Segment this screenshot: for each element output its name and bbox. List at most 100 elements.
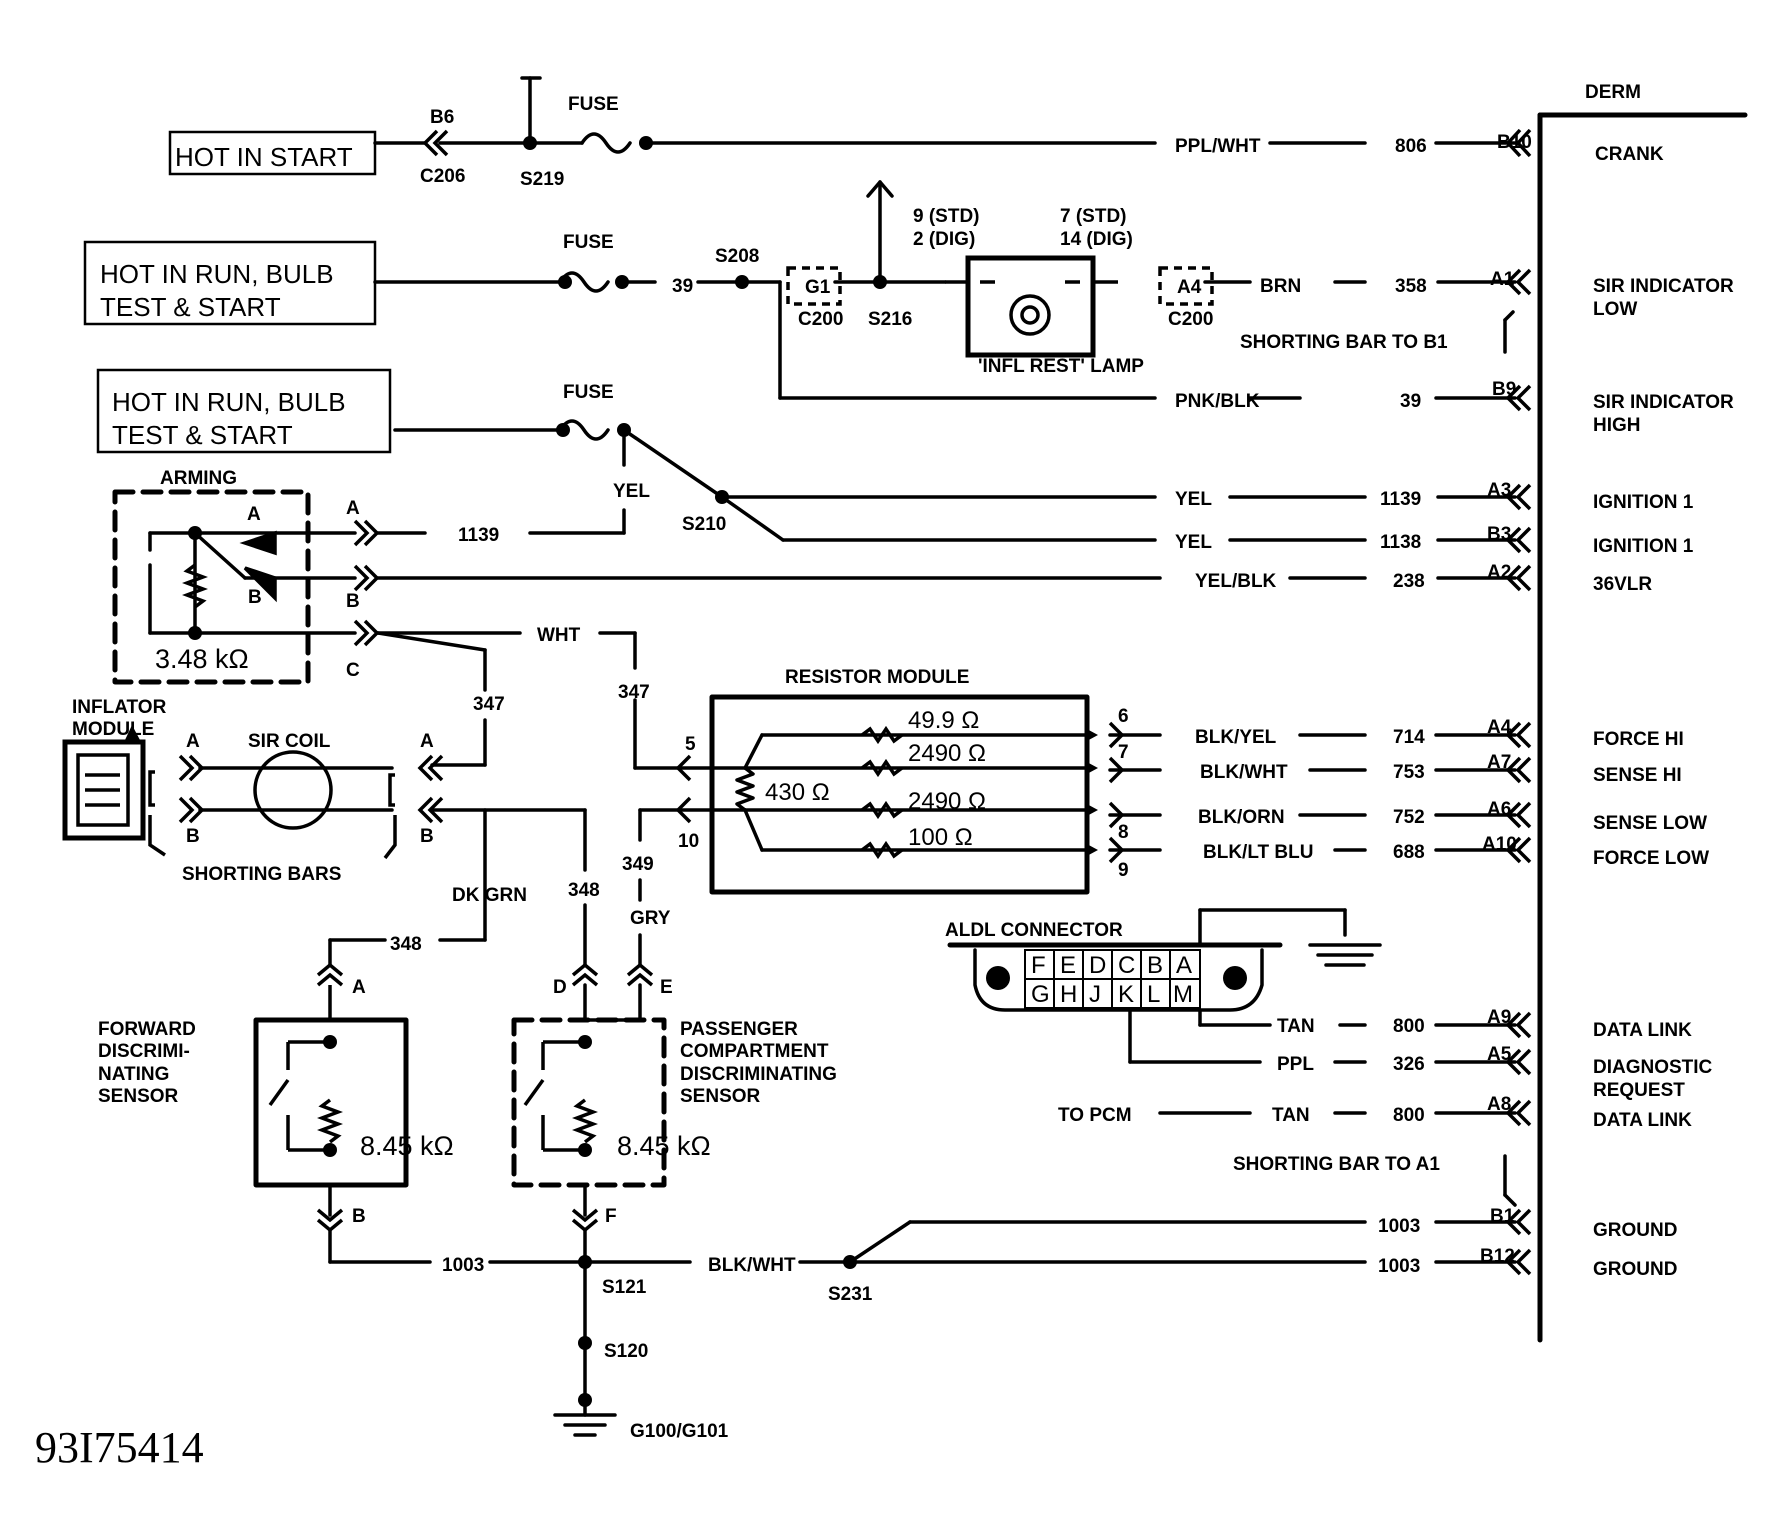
passenger-sensor-pin-f: F bbox=[605, 1206, 617, 1227]
inflator-pin-b-right: B bbox=[420, 826, 434, 847]
wire-color-pnk-blk: PNK/BLK bbox=[1175, 391, 1260, 412]
source-test-start-1: TEST & START bbox=[100, 292, 281, 322]
arming-title: ARMING bbox=[160, 468, 237, 489]
derm-label-sir-ind-low-1: SIR INDICATOR bbox=[1593, 276, 1734, 297]
to-pcm-label: TO PCM bbox=[1058, 1105, 1132, 1126]
circuit-347-a: 347 bbox=[473, 694, 505, 715]
resistor-2490-a: 2490 Ω bbox=[908, 740, 986, 767]
aldl-pin-grid bbox=[1024, 949, 1201, 1009]
arming-pin-a: A bbox=[346, 498, 360, 519]
passenger-sensor-pin-e: E bbox=[660, 977, 673, 998]
forward-sensor-line-1: FORWARD bbox=[98, 1019, 196, 1040]
source-run-bulb-1: HOT IN RUN, BULB bbox=[100, 259, 334, 289]
derm-pin-b3: B3 bbox=[1487, 524, 1511, 545]
derm-title: DERM bbox=[1585, 82, 1641, 103]
wire-color-blk-wht-bottom: BLK/WHT bbox=[708, 1255, 796, 1276]
shorting-bar-a1: SHORTING BAR TO A1 bbox=[1233, 1154, 1440, 1175]
circuit-349: 349 bbox=[622, 854, 654, 875]
derm-label-ground-1: GROUND bbox=[1593, 1220, 1677, 1241]
wire-color-blk-wht: BLK/WHT bbox=[1200, 762, 1288, 783]
wire-color-yel-blk: YEL/BLK bbox=[1195, 571, 1277, 592]
arrow-heads bbox=[125, 725, 1098, 857]
aldl-pin-e: E bbox=[1060, 952, 1076, 979]
circuit-347-b: 347 bbox=[618, 682, 650, 703]
derm-pin-a7: A7 bbox=[1487, 752, 1511, 773]
resistor-pin-8: 8 bbox=[1118, 822, 1129, 843]
derm-label-sense-hi: SENSE HI bbox=[1593, 765, 1682, 786]
derm-pin-b10: B10 bbox=[1497, 132, 1532, 153]
aldl-pin-f: F bbox=[1031, 952, 1046, 979]
inflator-title-2: MODULE bbox=[72, 719, 154, 740]
passenger-sensor-line-2: COMPARTMENT bbox=[680, 1041, 829, 1062]
arming-pin-b: B bbox=[346, 591, 360, 612]
circuit-752: 752 bbox=[1393, 807, 1425, 828]
derm-pin-a1: A1 bbox=[1490, 269, 1515, 290]
derm-label-crank: CRANK bbox=[1595, 144, 1664, 165]
resistor-module-title: RESISTOR MODULE bbox=[785, 667, 969, 688]
resistor-430: 430 Ω bbox=[765, 779, 830, 806]
passenger-sensor-line-1: PASSENGER bbox=[680, 1019, 798, 1040]
wire-color-tan-1: TAN bbox=[1277, 1016, 1315, 1037]
circuit-688: 688 bbox=[1393, 842, 1425, 863]
fuse-label-2: FUSE bbox=[563, 232, 614, 253]
derm-label-sense-low: SENSE LOW bbox=[1593, 813, 1707, 834]
derm-pin-a3: A3 bbox=[1487, 480, 1511, 501]
derm-label-diag-request-2: REQUEST bbox=[1593, 1080, 1685, 1101]
connector-c200-a: C200 bbox=[798, 309, 843, 330]
source-boxes bbox=[83, 130, 392, 454]
circuit-1139-arming: 1139 bbox=[458, 525, 499, 546]
derm-label-sir-ind-high-2: HIGH bbox=[1593, 415, 1641, 436]
derm-pin-a4: A4 bbox=[1487, 717, 1512, 738]
aldl-mount-holes bbox=[986, 966, 1247, 990]
circuit-358: 358 bbox=[1395, 276, 1427, 297]
circuit-39-fuse: 39 bbox=[672, 276, 693, 297]
resistor-pin-7: 7 bbox=[1118, 742, 1129, 763]
forward-sensor-pin-b: B bbox=[352, 1206, 366, 1227]
circuit-1003-b1: 1003 bbox=[1378, 1216, 1420, 1237]
splice-s120: S120 bbox=[604, 1341, 648, 1362]
aldl-pin-g: G bbox=[1031, 981, 1050, 1008]
derm-label-force-low: FORCE LOW bbox=[1593, 848, 1709, 869]
circuit-806: 806 bbox=[1395, 136, 1427, 157]
derm-label-ground-2: GROUND bbox=[1593, 1259, 1677, 1280]
arming-pin-a-inner: A bbox=[247, 504, 261, 525]
fuse-label-1: FUSE bbox=[568, 94, 619, 115]
arming-resistance: 3.48 kΩ bbox=[155, 644, 249, 674]
derm-pin-b12: B12 bbox=[1480, 1246, 1515, 1267]
connector-b6: B6 bbox=[430, 107, 454, 128]
source-test-start-2: TEST & START bbox=[112, 420, 293, 450]
passenger-sensor-resistance: 8.45 kΩ bbox=[617, 1131, 711, 1161]
wire-color-dk-grn: DK GRN bbox=[452, 885, 527, 906]
forward-sensor-line-4: SENSOR bbox=[98, 1086, 179, 1107]
aldl-pin-k: K bbox=[1118, 981, 1134, 1008]
resistor-pin-9: 9 bbox=[1118, 860, 1129, 881]
derm-pin-a9: A9 bbox=[1487, 1007, 1511, 1028]
aldl-pin-a: A bbox=[1176, 952, 1192, 979]
shorting-bar-b1: SHORTING BAR TO B1 bbox=[1240, 332, 1448, 353]
derm-pin-a8: A8 bbox=[1487, 1094, 1511, 1115]
wire-color-blk-orn: BLK/ORN bbox=[1198, 807, 1285, 828]
splice-s216: S216 bbox=[868, 309, 912, 330]
derm-label-36vlr: 36VLR bbox=[1593, 574, 1652, 595]
circuit-800-a8: 800 bbox=[1393, 1105, 1425, 1126]
wire-color-tan-2: TAN bbox=[1272, 1105, 1310, 1126]
resistor-49-9: 49.9 Ω bbox=[908, 707, 979, 734]
wire-color-gry: GRY bbox=[630, 908, 671, 929]
aldl-pin-l: L bbox=[1147, 981, 1160, 1008]
derm-pin-a2: A2 bbox=[1487, 562, 1511, 583]
splice-s121: S121 bbox=[602, 1277, 647, 1298]
diagram-code: 93I75414 bbox=[35, 1423, 204, 1472]
derm-pin-a6: A6 bbox=[1487, 799, 1511, 820]
connector-c200-b: C200 bbox=[1168, 309, 1213, 330]
lamp-pin-left-2: 2 (DIG) bbox=[913, 229, 975, 250]
circuit-238: 238 bbox=[1393, 571, 1425, 592]
aldl-pin-c: C bbox=[1118, 952, 1135, 979]
inflator-title-1: INFLATOR bbox=[72, 697, 167, 718]
wire-color-wht: WHT bbox=[537, 625, 581, 646]
circuit-714: 714 bbox=[1393, 727, 1425, 748]
derm-label-data-link-2: DATA LINK bbox=[1593, 1110, 1692, 1131]
passenger-sensor-line-3: DISCRIMINATING bbox=[680, 1064, 837, 1085]
arming-pin-c: C bbox=[346, 660, 360, 681]
aldl-pin-b: B bbox=[1147, 952, 1163, 979]
